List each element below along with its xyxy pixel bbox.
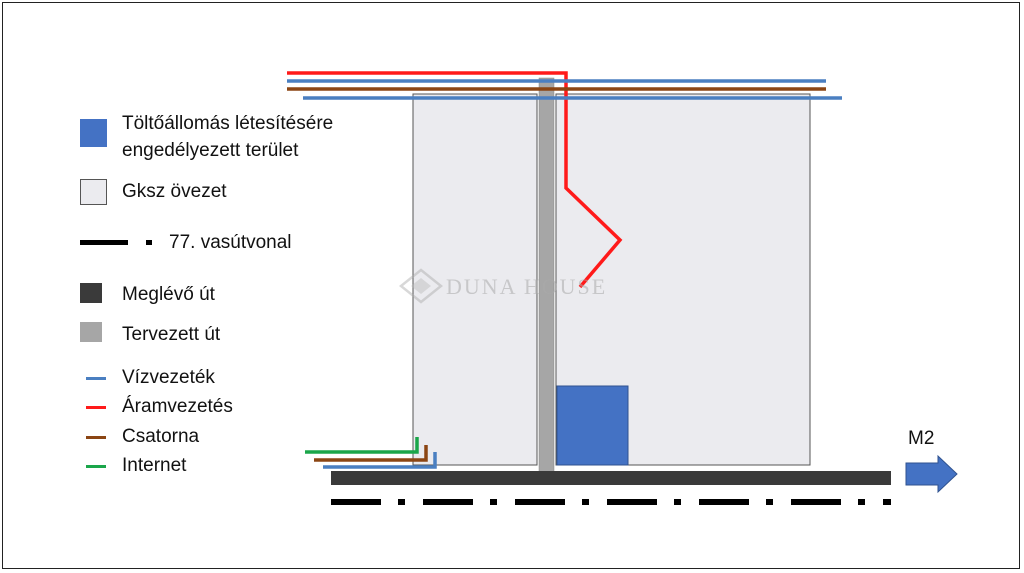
watermark-text: DUNA HOUSE [446,274,608,299]
railway-swatch-dot [146,240,152,245]
sewer-swatch [86,436,106,439]
existing-road-label: Meglévő út [122,284,215,305]
power-swatch [86,406,106,409]
water-line-bottom [323,452,437,469]
charging-area [556,385,629,466]
water-swatch [86,377,106,380]
existing-road-swatch [80,283,102,303]
existing-road [331,471,891,485]
charging-area-label-line1: Töltőállomás létesítésére [122,113,334,134]
sewer-line-bottom [314,445,428,462]
railway-label: 77. vasútvonal [169,232,292,253]
water-label: Vízvezeték [122,367,215,388]
sewer-label: Csatorna [122,426,200,447]
internet-line-bottom [305,437,419,454]
gksz-zone-swatch [80,179,107,205]
power-label: Áramvezetés [122,396,233,417]
railway-line [331,499,891,505]
internet-swatch [86,465,106,468]
power-line [287,71,623,289]
m2-label: M2 [908,428,935,449]
railway-swatch-dash [80,240,128,245]
m2-arrow [905,454,958,494]
charging-area-label-line2: engedélyezett terület [122,140,299,161]
duna-house-logo-icon [398,268,444,304]
planned-road-swatch [80,322,102,342]
gksz-parcel-left [412,93,538,466]
charging-area-swatch [80,119,107,147]
planned-road-label: Tervezett út [122,324,221,345]
internet-label: Internet [122,455,187,476]
gksz-zone-label: Gksz övezet [122,181,227,202]
